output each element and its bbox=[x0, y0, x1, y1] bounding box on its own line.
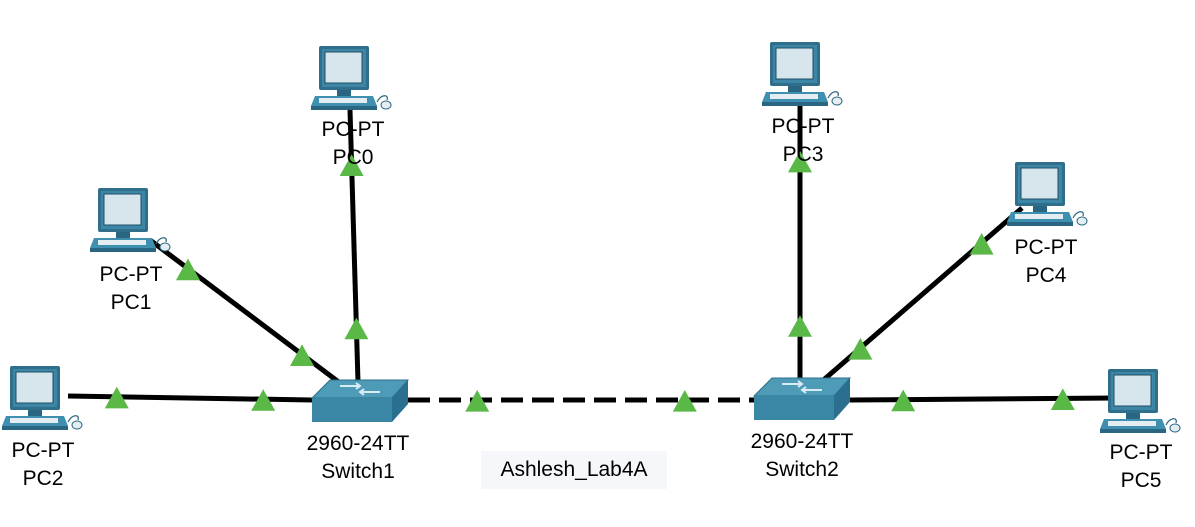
pc1-label: PC-PT PC1 bbox=[100, 261, 163, 317]
pc5-model: PC-PT bbox=[1109, 441, 1173, 464]
switch1-name: Switch1 bbox=[321, 460, 395, 483]
pc4-name: PC4 bbox=[1025, 264, 1067, 287]
pc2-model: PC-PT bbox=[11, 439, 75, 462]
link-status-pc4-end bbox=[969, 233, 994, 255]
link-status-pc0-end bbox=[339, 154, 364, 176]
link-status-pc2-end bbox=[104, 386, 129, 409]
switch2-name: Switch2 bbox=[765, 458, 839, 481]
pc1-icon[interactable] bbox=[89, 187, 171, 253]
switch2-icon[interactable] bbox=[753, 377, 851, 421]
link-status-switch2-end bbox=[848, 338, 873, 360]
pc4-label: PC-PT PC4 bbox=[1015, 234, 1078, 290]
switch1-label: 2960-24TT Switch1 bbox=[307, 430, 410, 486]
pc4-model: PC-PT bbox=[1014, 236, 1078, 259]
link-status-pc5-end bbox=[1050, 388, 1075, 410]
switch2-model: 2960-24TT bbox=[750, 430, 854, 453]
link-status-pc3-end bbox=[788, 150, 812, 173]
link-status-switch1-end bbox=[344, 317, 369, 340]
link-status-switch1-end bbox=[251, 389, 276, 411]
link-status-switch1-end bbox=[465, 390, 490, 412]
switch2-label: 2960-24TT Switch2 bbox=[751, 428, 854, 484]
lab-note[interactable]: Ashlesh_Lab4A bbox=[481, 451, 667, 489]
pc1-model: PC-PT bbox=[99, 263, 163, 286]
pc3-label: PC-PT PC3 bbox=[772, 113, 835, 169]
pc2-name: PC2 bbox=[22, 467, 64, 490]
switch1-model: 2960-24TT bbox=[306, 432, 410, 455]
pc1-name: PC1 bbox=[110, 291, 152, 314]
link-status-pc1-end bbox=[176, 258, 200, 281]
pc3-name: PC3 bbox=[782, 143, 824, 166]
pc0-model: PC-PT bbox=[321, 118, 385, 141]
switch1-icon[interactable] bbox=[311, 379, 409, 423]
pc0-icon[interactable] bbox=[310, 45, 392, 111]
pc2-label: PC-PT PC2 bbox=[12, 437, 75, 493]
pc3-icon[interactable] bbox=[761, 41, 843, 107]
pc4-icon[interactable] bbox=[1006, 161, 1088, 227]
pc5-icon[interactable] bbox=[1099, 368, 1181, 434]
link-status-switch2-end bbox=[672, 390, 697, 412]
pc3-model: PC-PT bbox=[771, 115, 835, 138]
link-status-switch2-end bbox=[891, 389, 916, 412]
pc0-label: PC-PT PC0 bbox=[322, 116, 385, 172]
link-pc2-switch1[interactable] bbox=[67, 393, 313, 403]
pc0-name: PC0 bbox=[332, 146, 374, 169]
pc5-label: PC-PT PC5 bbox=[1110, 439, 1173, 495]
link-status-switch2-end bbox=[788, 315, 812, 337]
link-status-switch1-end bbox=[290, 344, 314, 366]
link-pc5-switch2[interactable] bbox=[849, 395, 1117, 403]
pc5-name: PC5 bbox=[1120, 469, 1162, 492]
